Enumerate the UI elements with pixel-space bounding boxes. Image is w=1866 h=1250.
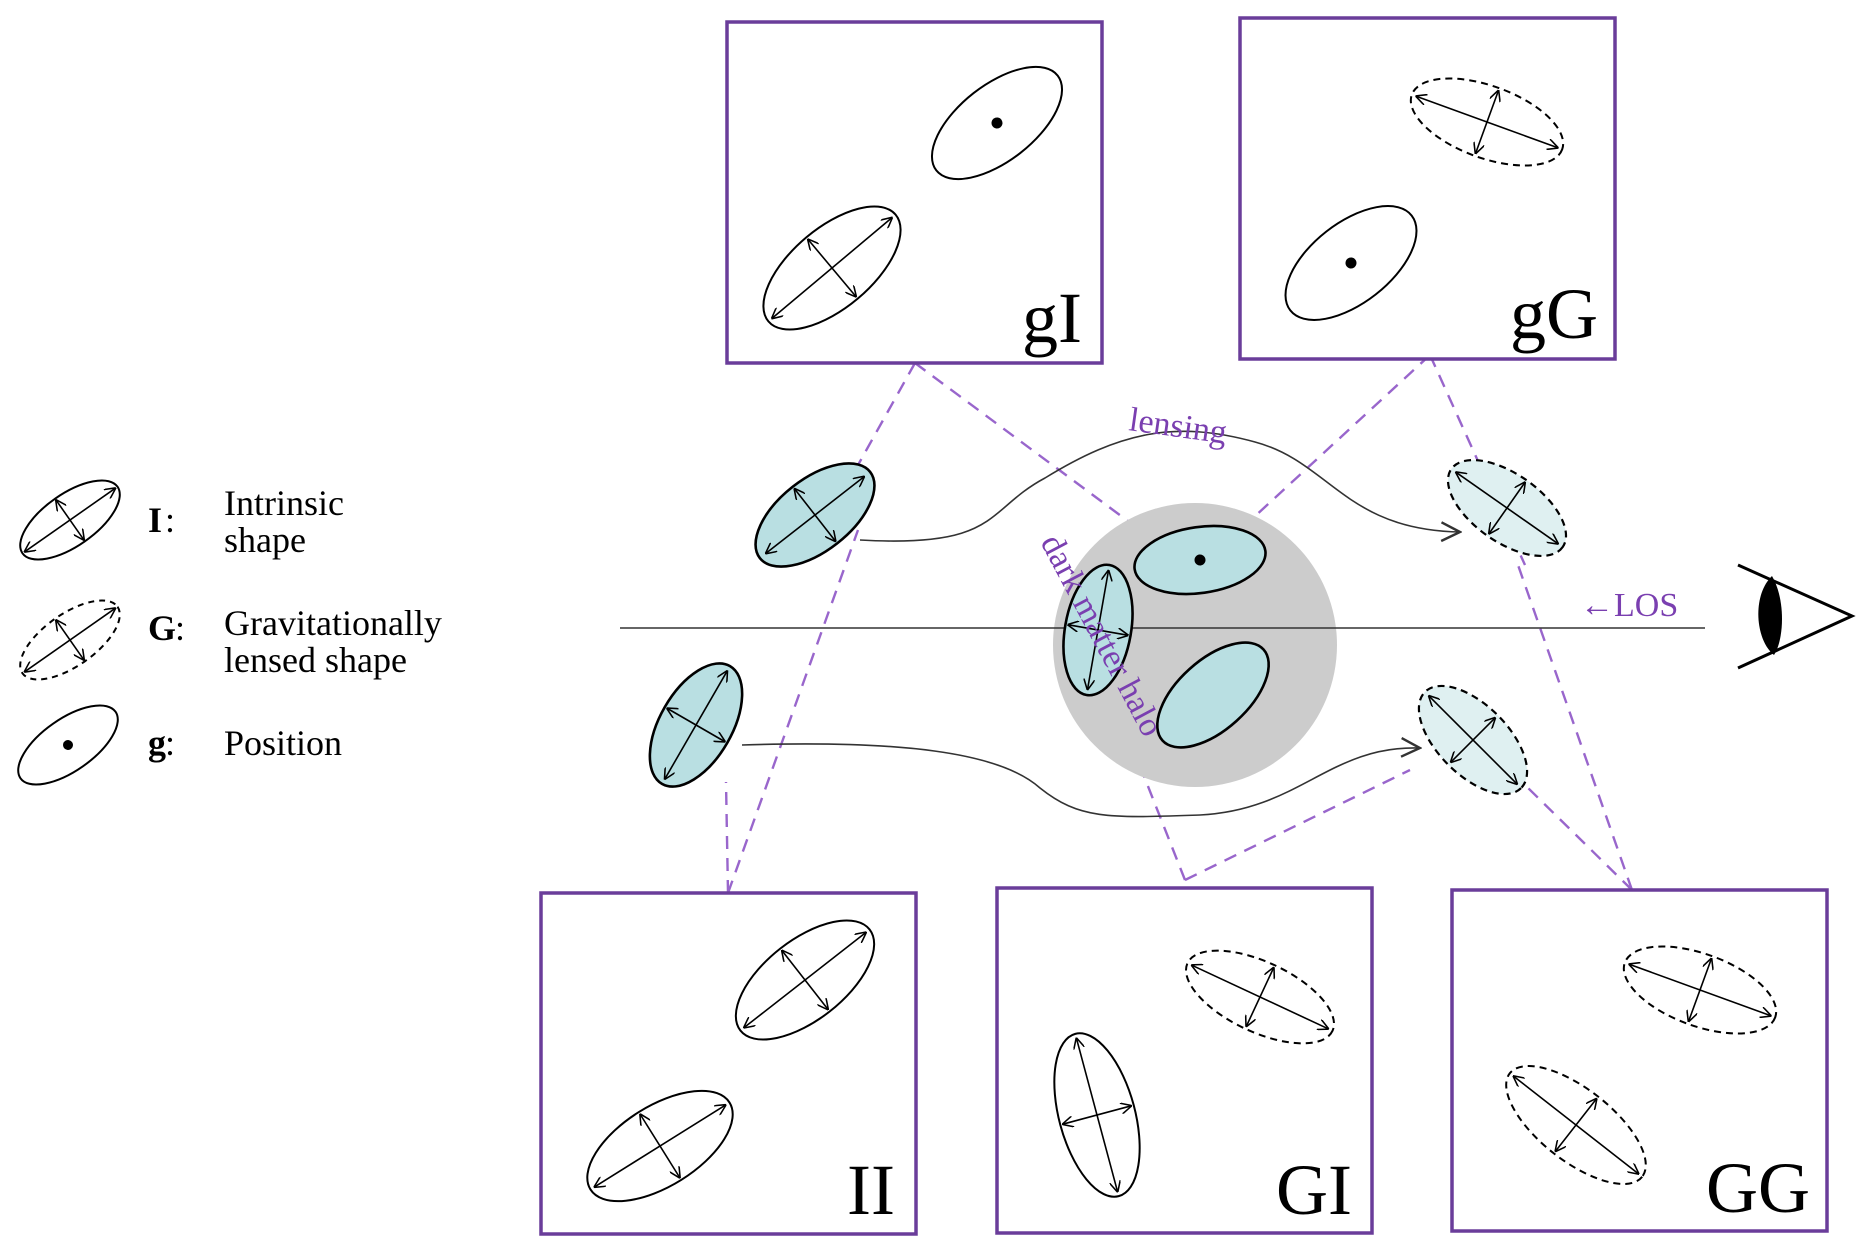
legend-key-lensed: G: [148, 608, 176, 648]
source-galaxy-lower: [648, 662, 744, 788]
legend-text-intrinsic-1: Intrinsic: [224, 483, 344, 523]
legend-item-intrinsic: I : Intrinsic shape: [19, 479, 344, 561]
panel-gG: gG: [1238, 16, 1617, 361]
light-path-upper: [859, 430, 1460, 541]
legend-item-lensed: G : Gravitationally lensed shape: [19, 599, 442, 681]
intrinsic-shape-icon: [19, 479, 121, 561]
panel-GG-lensed-galaxy-lower: [1505, 1065, 1647, 1185]
legend-key-position: g: [148, 723, 166, 763]
lensed-shape-icon: [19, 599, 121, 681]
observer-eye-icon: [1737, 563, 1856, 670]
halo-galaxy-plain: [1156, 641, 1270, 749]
legend: I : Intrinsic shape G : Gravitationally …: [17, 479, 442, 786]
panel-GI-lensed-galaxy: [1185, 949, 1335, 1045]
panel-GI-label: GI: [1276, 1150, 1352, 1230]
panel-GI: GI: [995, 886, 1374, 1235]
legend-key-intrinsic: I: [148, 500, 162, 540]
legend-text-lensed-1: Gravitationally: [224, 603, 442, 643]
los-label: ←LOS: [1580, 587, 1678, 624]
panel-GG-lensed-galaxy-upper: [1622, 945, 1778, 1035]
panel-GG-label: GG: [1706, 1148, 1810, 1228]
panel-II-intrinsic-galaxy-lower: [586, 1089, 734, 1203]
lensing-label: lensing: [1127, 401, 1229, 451]
panel-gI-label: gI: [1022, 278, 1082, 358]
halo-galaxy-intrinsic: [1062, 563, 1134, 697]
legend-colon-position: :: [165, 723, 175, 763]
panel-gG-position-galaxy: [1284, 205, 1418, 321]
legend-colon-lensed: :: [175, 608, 185, 648]
legend-item-position: g : Position: [17, 704, 342, 786]
lensed-galaxy-lower: [1417, 684, 1529, 796]
panel-II: II: [539, 891, 918, 1236]
panel-GI-intrinsic-galaxy: [1053, 1032, 1141, 1198]
panel-gI-position-galaxy: [930, 65, 1064, 181]
panel-II-intrinsic-galaxy-upper: [734, 919, 876, 1041]
legend-text-intrinsic-2: shape: [224, 520, 306, 560]
panel-II-label: II: [847, 1150, 895, 1230]
halo-galaxy-position: [1133, 524, 1267, 596]
lensed-galaxy-upper: [1446, 458, 1568, 558]
panel-gI: gI: [725, 20, 1104, 365]
panel-gI-intrinsic-galaxy: [762, 205, 902, 331]
legend-text-lensed-2: lensed shape: [224, 640, 407, 680]
source-galaxy-upper: [754, 462, 876, 568]
legend-colon-intrinsic: :: [165, 500, 175, 540]
panel-gG-lensed-galaxy: [1409, 77, 1565, 167]
legend-text-position: Position: [224, 723, 342, 763]
panel-GG: GG: [1450, 888, 1829, 1233]
position-icon: [17, 704, 119, 786]
light-path-lower: [741, 744, 1420, 818]
panel-gG-label: gG: [1510, 274, 1598, 354]
